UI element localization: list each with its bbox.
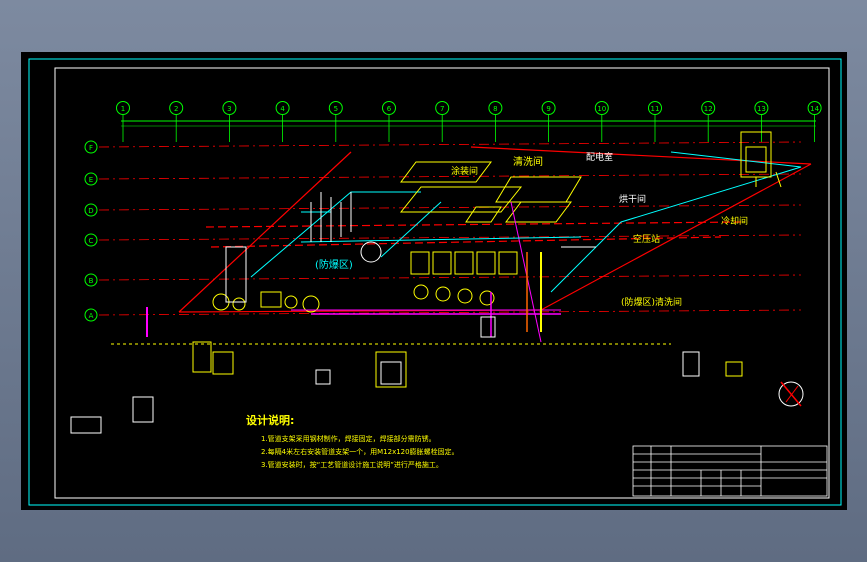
row-label: A xyxy=(89,312,94,320)
row-line xyxy=(98,141,802,148)
row-line xyxy=(98,309,802,316)
axis-label: 3 xyxy=(227,105,231,113)
axis-label: 9 xyxy=(546,105,550,113)
axis-bubble xyxy=(594,101,609,115)
room-label-control: 配电室 xyxy=(586,151,613,163)
row-bubble xyxy=(84,172,98,186)
row-line xyxy=(98,204,802,211)
notes-title: 设计说明: xyxy=(246,413,294,427)
axis-bubble xyxy=(382,101,396,115)
row-bubble xyxy=(84,203,98,217)
room-label-explosion-proof-1: (防爆区) xyxy=(315,258,353,271)
axis-label: 7 xyxy=(440,105,444,113)
outer-frame xyxy=(28,58,842,506)
inner-frame xyxy=(54,67,830,499)
axis-bubble xyxy=(488,101,503,115)
axis-bubble xyxy=(328,101,343,115)
axis-label: 13 xyxy=(757,105,766,113)
axis-label: 5 xyxy=(334,105,338,113)
axis-label: 6 xyxy=(387,105,392,113)
axis-bubble xyxy=(435,101,450,115)
axis-bubble xyxy=(116,101,130,115)
title-block xyxy=(632,445,828,497)
room-label-cooling: 冷却间 xyxy=(721,215,748,227)
equipment-blocks xyxy=(399,131,782,223)
row-label: B xyxy=(89,277,94,285)
row-grid: F E D C B A xyxy=(84,140,802,322)
row-label: E xyxy=(89,176,93,184)
axis-bubble xyxy=(222,101,237,115)
axis-label: 8 xyxy=(493,105,497,113)
axis-bubble xyxy=(648,101,662,115)
room-label-explosion-proof-2: (防爆区)清洗间 xyxy=(621,296,682,308)
lower-equipment xyxy=(70,316,743,434)
row-label: D xyxy=(88,207,93,215)
axis-bubble xyxy=(541,101,556,115)
axis-bubble xyxy=(701,101,716,115)
room-label-coating: 涂装间 xyxy=(451,165,478,177)
row-line xyxy=(98,234,802,241)
row-line xyxy=(98,274,802,281)
axis-bubble xyxy=(169,101,184,115)
notes-line-3: 3.管道安装时，按“工艺管道设计施工说明”进行严格施工。 xyxy=(261,460,443,469)
row-line xyxy=(98,173,802,180)
axis-label: 2 xyxy=(174,105,178,113)
branch-lines xyxy=(310,192,352,242)
north-arrow xyxy=(778,381,804,407)
axis-bubble xyxy=(275,101,290,115)
row-label: C xyxy=(89,237,94,245)
machine-row xyxy=(212,241,518,313)
room-label-dry-dish: 烘干间 xyxy=(619,193,646,205)
axis-label: 14 xyxy=(810,105,819,113)
row-bubble xyxy=(84,233,98,247)
notes-line-2: 2.每隔4米左右安装管道支架一个，用M12x120膨胀螺栓固定。 xyxy=(261,447,459,456)
axis-label: 10 xyxy=(597,105,606,113)
notes-line-1: 1.管道支架采用钢材制作，焊接固定，焊接部分需防锈。 xyxy=(261,434,436,443)
row-label: F xyxy=(89,144,93,152)
row-bubble xyxy=(84,273,98,287)
axis-bubble xyxy=(807,101,822,115)
axis-label: 1 xyxy=(121,105,125,113)
row-bubble xyxy=(84,308,98,322)
floor-outline xyxy=(178,146,812,313)
pipes xyxy=(146,201,596,343)
room-label-washroom: 清洗间 xyxy=(513,155,543,168)
axis-label: 12 xyxy=(704,105,713,113)
axis-bubble xyxy=(754,101,769,115)
axis-label: 4 xyxy=(280,105,285,113)
room-label-air-compressor: 空压站 xyxy=(633,233,660,245)
row-bubble xyxy=(84,140,98,154)
axis-label: 11 xyxy=(651,105,660,113)
